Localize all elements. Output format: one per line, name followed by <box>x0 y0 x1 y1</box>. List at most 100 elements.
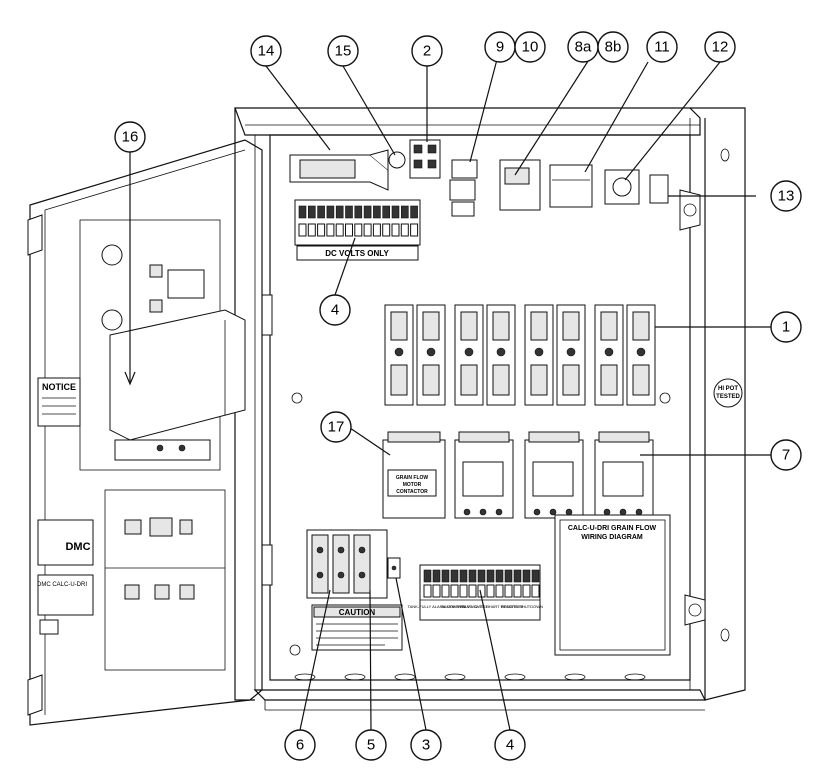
terminal <box>522 569 531 583</box>
contactor-terminal <box>479 508 487 516</box>
terminal <box>423 569 432 583</box>
fuse-screw <box>394 347 404 357</box>
callout-1-text: 1 <box>782 319 790 336</box>
dc-terminal-base <box>391 223 400 237</box>
dc-terminal-base <box>345 223 353 237</box>
terminal-base <box>531 584 540 598</box>
fuse-clip-top <box>562 311 580 341</box>
contactor-label-line1: GRAIN FLOW <box>396 475 428 481</box>
terminal <box>486 569 495 583</box>
contactor-label-line3: CONTACTOR <box>396 489 428 495</box>
terminal-label-1: TANK-FULLY ALARM CONTROL <box>407 604 467 609</box>
dc-terminal <box>391 205 400 219</box>
callout-16: 16 <box>114 121 146 153</box>
fuse-screw <box>464 347 474 357</box>
fuse-clip-top <box>600 311 618 341</box>
dc-terminal-base <box>317 223 326 237</box>
callout-4-upper: 4 <box>319 294 351 326</box>
terminal <box>432 569 441 583</box>
callout-9: 9 <box>484 31 516 63</box>
terminal-base <box>441 584 450 598</box>
dc-terminal <box>335 205 344 219</box>
callout-5-text: 5 <box>367 737 375 754</box>
dc-terminal <box>382 205 391 219</box>
callout-3-text: 3 <box>422 737 430 754</box>
contactor-top <box>528 431 580 443</box>
wiring-diagram-line2: WIRING DIAGRAM <box>581 534 643 541</box>
contactor-face <box>602 461 644 497</box>
terminal-label-3: RE V.A.C. TO CHART RECORDER <box>460 604 523 609</box>
callout-13: 13 <box>770 180 802 212</box>
fuse-clip-top <box>530 311 548 341</box>
contactor-terminal <box>619 508 627 516</box>
fuse-screw <box>636 347 646 357</box>
dc-terminal-base <box>335 223 344 237</box>
fuse-screw <box>426 347 436 357</box>
callout-4-lower-text: 4 <box>506 737 514 754</box>
callout-7-text: 7 <box>782 447 790 464</box>
dc-terminal <box>298 205 307 219</box>
callout-16-text: 16 <box>122 129 139 146</box>
callout-17: 17 <box>320 411 352 443</box>
fuse-clip-bottom <box>460 364 478 396</box>
callout-11: 11 <box>646 31 678 63</box>
dc-volts-label: DC VOLTS ONLY <box>325 249 389 258</box>
dc-terminal <box>307 205 316 219</box>
callout-7: 7 <box>770 439 802 471</box>
terminal-base <box>495 584 504 598</box>
caution-text: CAUTION <box>339 608 376 617</box>
contactor-terminal <box>495 508 503 516</box>
callout-11-text: 11 <box>654 39 670 56</box>
caution-label: CAUTION <box>311 604 403 651</box>
dc-terminal-base <box>354 223 363 237</box>
dc-terminal <box>400 205 409 219</box>
fuse-clip-bottom <box>562 364 580 396</box>
terminal <box>468 569 477 583</box>
callout-15: 15 <box>327 35 359 67</box>
callout-14: 14 <box>250 35 282 67</box>
dc-terminal <box>326 205 335 219</box>
callout-8b: 8b <box>597 31 629 63</box>
callout-4-lower: 4 <box>494 729 526 761</box>
callout-6-text: 6 <box>296 737 304 754</box>
terminal-base <box>522 584 531 598</box>
dc-terminal-base <box>410 223 419 237</box>
fuse-clip-bottom <box>600 364 618 396</box>
callout-2: 2 <box>411 35 443 67</box>
dc-terminal-strip: DC VOLTS ONLY <box>294 199 421 261</box>
leader-lines <box>124 47 771 731</box>
cabinet-body <box>234 107 746 711</box>
fuse-clip-top <box>390 311 408 341</box>
callout-6: 6 <box>284 729 316 761</box>
callout-4-upper-text: 4 <box>331 302 339 319</box>
terminal <box>450 569 459 583</box>
dc-terminal <box>363 205 372 219</box>
terminal <box>459 569 468 583</box>
dc-terminal-base <box>382 223 391 237</box>
terminal-base <box>504 584 513 598</box>
fuse-clip-top <box>422 311 440 341</box>
contactor-terminal <box>533 508 541 516</box>
terminal-base <box>486 584 495 598</box>
hi-pot-line1: HI POT <box>718 386 738 392</box>
callout-10-text: 10 <box>522 39 539 56</box>
dc-terminal-base <box>307 223 316 237</box>
terminal <box>441 569 450 583</box>
terminal <box>531 569 540 583</box>
door-plate-2-label: DMC CALC-U-DRI <box>37 582 87 588</box>
terminal-label-4: REMOTE SHUTDOWN <box>501 604 543 609</box>
power-distribution-block <box>306 529 401 599</box>
callout-9-text: 9 <box>496 39 504 56</box>
dc-terminal <box>354 205 363 219</box>
callout-2-text: 2 <box>423 43 431 60</box>
hi-pot-sticker: HI POT TESTED <box>713 378 743 408</box>
door-plate-label: DMC <box>65 541 90 553</box>
contactor-terminal <box>463 508 471 516</box>
contactor-terminal <box>635 508 643 516</box>
notice-label: NOTICE <box>42 382 76 392</box>
wiring-diagram-line1: CALC-U-DRI GRAIN FLOW <box>568 525 657 532</box>
callout-10: 10 <box>514 31 546 63</box>
grain-flow-contactor: GRAIN FLOW MOTOR CONTACTOR <box>382 431 446 519</box>
callout-14-text: 14 <box>258 43 275 60</box>
